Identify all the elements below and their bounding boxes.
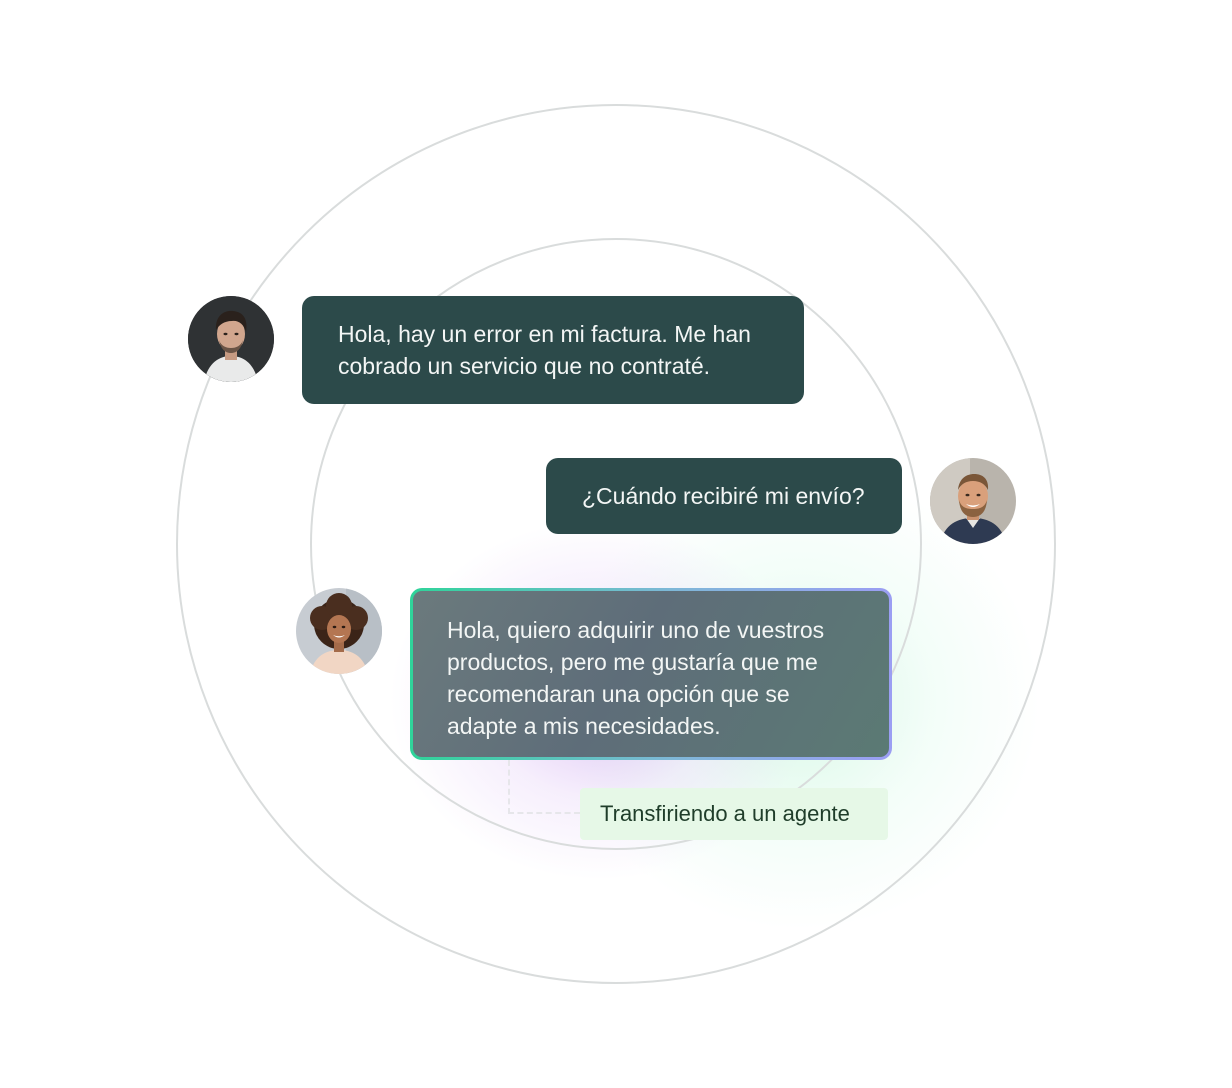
message-text: Hola, hay un error en mi factura. Me han…	[338, 321, 751, 379]
message-bubble-product-inquiry: Hola, quiero adquirir uno de vuestros pr…	[410, 588, 892, 760]
message-bubble-shipping: ¿Cuándo recibiré mi envío?	[546, 458, 902, 534]
woman-curly-hair-avatar	[296, 588, 382, 674]
message-bubble-billing: Hola, hay un error en mi factura. Me han…	[302, 296, 804, 404]
message-text: ¿Cuándo recibiré mi envío?	[582, 483, 865, 509]
dashed-connector	[508, 760, 580, 814]
man-beard-smiling-avatar	[930, 458, 1016, 544]
outer-ring	[176, 104, 1056, 984]
man-dark-hair-avatar	[188, 296, 274, 382]
inner-ring	[310, 238, 922, 850]
status-text: Transfiriendo a un agente	[600, 801, 850, 826]
message-text: Hola, quiero adquirir uno de vuestros pr…	[447, 617, 825, 739]
transfer-status-badge: Transfiriendo a un agente	[580, 788, 888, 840]
